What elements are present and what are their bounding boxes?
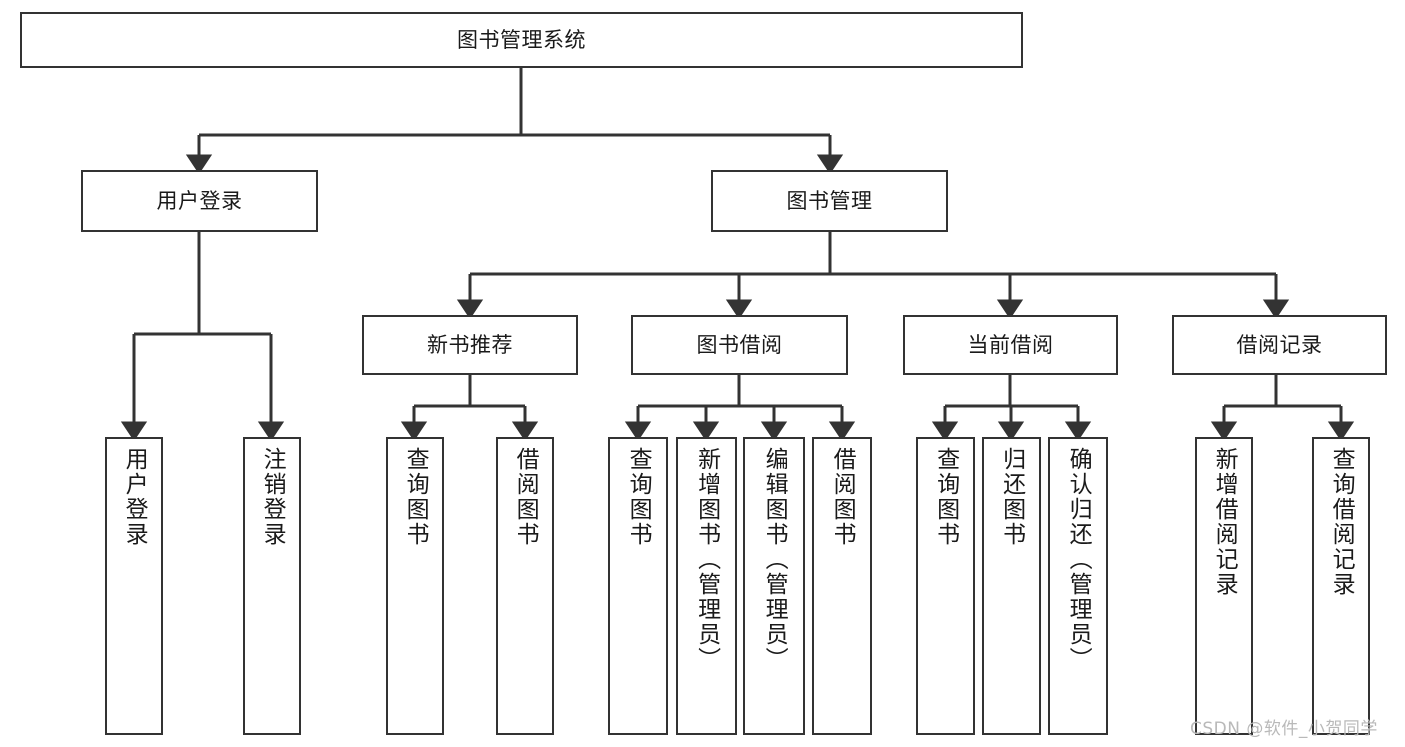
node-book-management[interactable]: 图书管理: [711, 170, 948, 232]
node-label: 当前借阅: [967, 332, 1054, 357]
node-label: 新书推荐: [427, 332, 513, 357]
node-borrowing-record[interactable]: 借阅记录: [1172, 315, 1387, 375]
node-leaf-query-borrowing-record[interactable]: 查询借阅记录: [1312, 437, 1370, 735]
node-label: 图书管理: [786, 188, 873, 213]
node-label: 借阅图书: [512, 447, 539, 547]
node-leaf-query-book-current[interactable]: 查询图书: [916, 437, 975, 735]
node-current-borrowing[interactable]: 当前借阅: [903, 315, 1118, 375]
node-root-book-management-system[interactable]: 图书管理系统: [20, 12, 1023, 68]
node-label: 新增图书（管理员）: [693, 447, 720, 672]
node-label: 归还图书: [998, 447, 1025, 547]
csdn-watermark: CSDN @软件_小贺同学: [1190, 719, 1378, 739]
node-leaf-add-borrowing-record[interactable]: 新增借阅记录: [1195, 437, 1253, 735]
node-leaf-query-book-borrowing[interactable]: 查询图书: [608, 437, 668, 735]
node-label: 借阅记录: [1236, 332, 1323, 357]
node-new-book-recommendation[interactable]: 新书推荐: [362, 315, 578, 375]
node-label: 查询图书: [402, 447, 429, 547]
node-leaf-user-login[interactable]: 用户登录: [105, 437, 163, 735]
node-book-borrowing[interactable]: 图书借阅: [631, 315, 848, 375]
node-label: 图书借阅: [696, 332, 783, 357]
node-label: 新增借阅记录: [1211, 447, 1238, 597]
node-label: 确认归还（管理员）: [1065, 447, 1092, 672]
node-leaf-logout[interactable]: 注销登录: [243, 437, 301, 735]
node-label: 注销登录: [259, 447, 286, 547]
node-leaf-add-book-admin[interactable]: 新增图书（管理员）: [676, 437, 737, 735]
node-label: 查询图书: [625, 447, 652, 547]
node-user-login[interactable]: 用户登录: [81, 170, 318, 232]
node-label: 用户登录: [156, 188, 243, 213]
node-label: 用户登录: [121, 447, 148, 547]
node-leaf-return-book[interactable]: 归还图书: [982, 437, 1041, 735]
node-leaf-confirm-return-admin[interactable]: 确认归还（管理员）: [1048, 437, 1108, 735]
node-label: 查询借阅记录: [1328, 447, 1355, 597]
node-label: 借阅图书: [829, 447, 856, 547]
node-leaf-query-book-new-rec[interactable]: 查询图书: [386, 437, 444, 735]
node-label: 图书管理系统: [457, 27, 586, 52]
node-leaf-borrow-book-new-rec[interactable]: 借阅图书: [496, 437, 554, 735]
node-leaf-edit-book-admin[interactable]: 编辑图书（管理员）: [743, 437, 805, 735]
node-label: 编辑图书（管理员）: [761, 447, 788, 672]
node-leaf-borrow-book-borrowing[interactable]: 借阅图书: [812, 437, 872, 735]
node-label: 查询图书: [932, 447, 959, 547]
